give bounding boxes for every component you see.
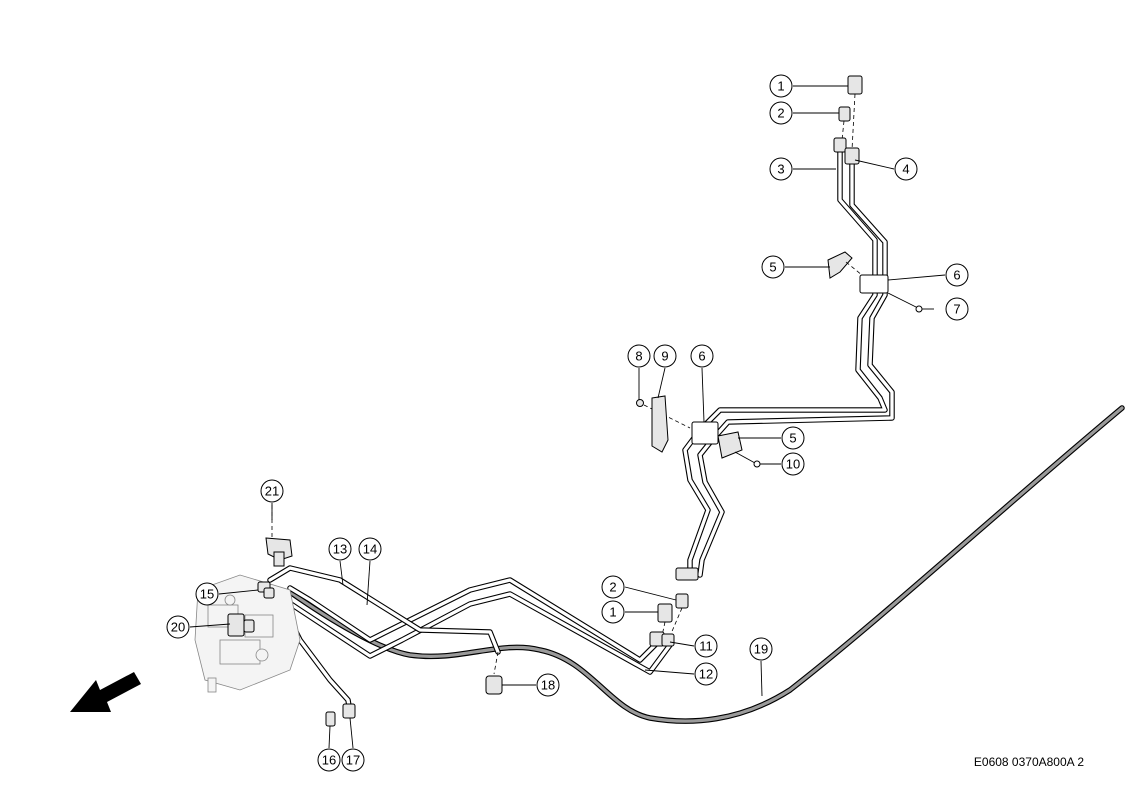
callout-19: 19: [749, 637, 773, 661]
reference-code: E0608 0370A800A 2: [974, 755, 1084, 769]
fitting-18: [485, 651, 503, 695]
svg-text:11: 11: [699, 639, 713, 654]
hose-19: [287, 405, 1125, 724]
callout-18: 18: [536, 673, 560, 697]
elbow-fitting-20: [227, 613, 255, 637]
svg-text:5: 5: [769, 260, 776, 275]
bolt-7: [887, 292, 923, 313]
clamp-block-6-top: [859, 274, 889, 294]
svg-text:1: 1: [609, 605, 616, 620]
svg-text:5: 5: [789, 431, 796, 446]
tee-fitting-21: [265, 505, 293, 567]
svg-text:16: 16: [322, 753, 336, 768]
svg-text:4: 4: [902, 162, 909, 177]
direction-arrow-icon: [70, 672, 141, 712]
svg-text:19: 19: [754, 642, 768, 657]
svg-text:14: 14: [363, 542, 377, 557]
fitting-16: [325, 711, 336, 727]
callout-12: 12: [694, 662, 718, 686]
pipe-set-lower: [267, 565, 673, 715]
svg-text:2: 2: [777, 106, 784, 121]
svg-text:18: 18: [541, 678, 555, 693]
callout-21: 21: [260, 479, 284, 503]
fitting-15: [257, 581, 275, 599]
callout-14: 14: [358, 537, 382, 561]
pipe-end-fitting-mid: [675, 567, 699, 581]
callout-15: 15: [195, 582, 219, 606]
bolt-10: [734, 451, 761, 468]
callout-8: 8: [627, 344, 651, 368]
callout-9: 9: [653, 344, 677, 368]
callout-2-top: 2: [769, 101, 793, 125]
callout-2-low: 2: [601, 575, 625, 599]
callout-7: 7: [945, 297, 969, 321]
callout-11: 11: [694, 634, 718, 658]
svg-text:15: 15: [200, 587, 214, 602]
pipe-pair-upper: [682, 147, 895, 578]
svg-text:8: 8: [635, 349, 642, 364]
svg-text:6: 6: [953, 268, 960, 283]
callout-5-mid: 5: [781, 426, 805, 450]
callout-6-mid: 6: [690, 344, 714, 368]
fitting-top-1: [847, 75, 863, 151]
fitting-nuts-11-12: [649, 631, 675, 647]
fitting-top-2: [838, 106, 851, 141]
fitting-nut-4: [844, 147, 860, 165]
svg-text:1: 1: [777, 79, 784, 94]
callout-1-low: 1: [601, 600, 625, 624]
svg-text:6: 6: [698, 349, 705, 364]
svg-text:2: 2: [609, 580, 616, 595]
callout-10: 10: [781, 452, 805, 476]
callout-20: 20: [166, 615, 190, 639]
clamp-bracket-5-mid: [717, 431, 743, 459]
svg-text:20: 20: [171, 620, 185, 635]
bracket-plate-9: [651, 395, 669, 453]
svg-text:21: 21: [265, 484, 279, 499]
svg-text:7: 7: [953, 302, 960, 317]
callout-6-top: 6: [945, 263, 969, 287]
clamp-block-6-mid: [691, 421, 719, 445]
fitting-17: [342, 703, 356, 719]
callout-1-top: 1: [769, 74, 793, 98]
svg-text:12: 12: [699, 667, 713, 682]
svg-text:10: 10: [786, 457, 800, 472]
callout-5-top: 5: [761, 255, 785, 279]
fitting-low-2: [669, 593, 689, 637]
leader-lines: [189, 85, 946, 749]
callout-16: 16: [317, 748, 341, 772]
svg-text:9: 9: [661, 349, 668, 364]
callout-17: 17: [341, 748, 365, 772]
fitting-low-1: [657, 603, 673, 637]
fitting-nut-3: [833, 137, 847, 153]
callout-13: 13: [328, 537, 352, 561]
callout-3: 3: [769, 157, 793, 181]
svg-text:13: 13: [333, 542, 347, 557]
callout-4: 4: [894, 157, 918, 181]
svg-text:3: 3: [777, 162, 784, 177]
svg-text:17: 17: [346, 753, 360, 768]
